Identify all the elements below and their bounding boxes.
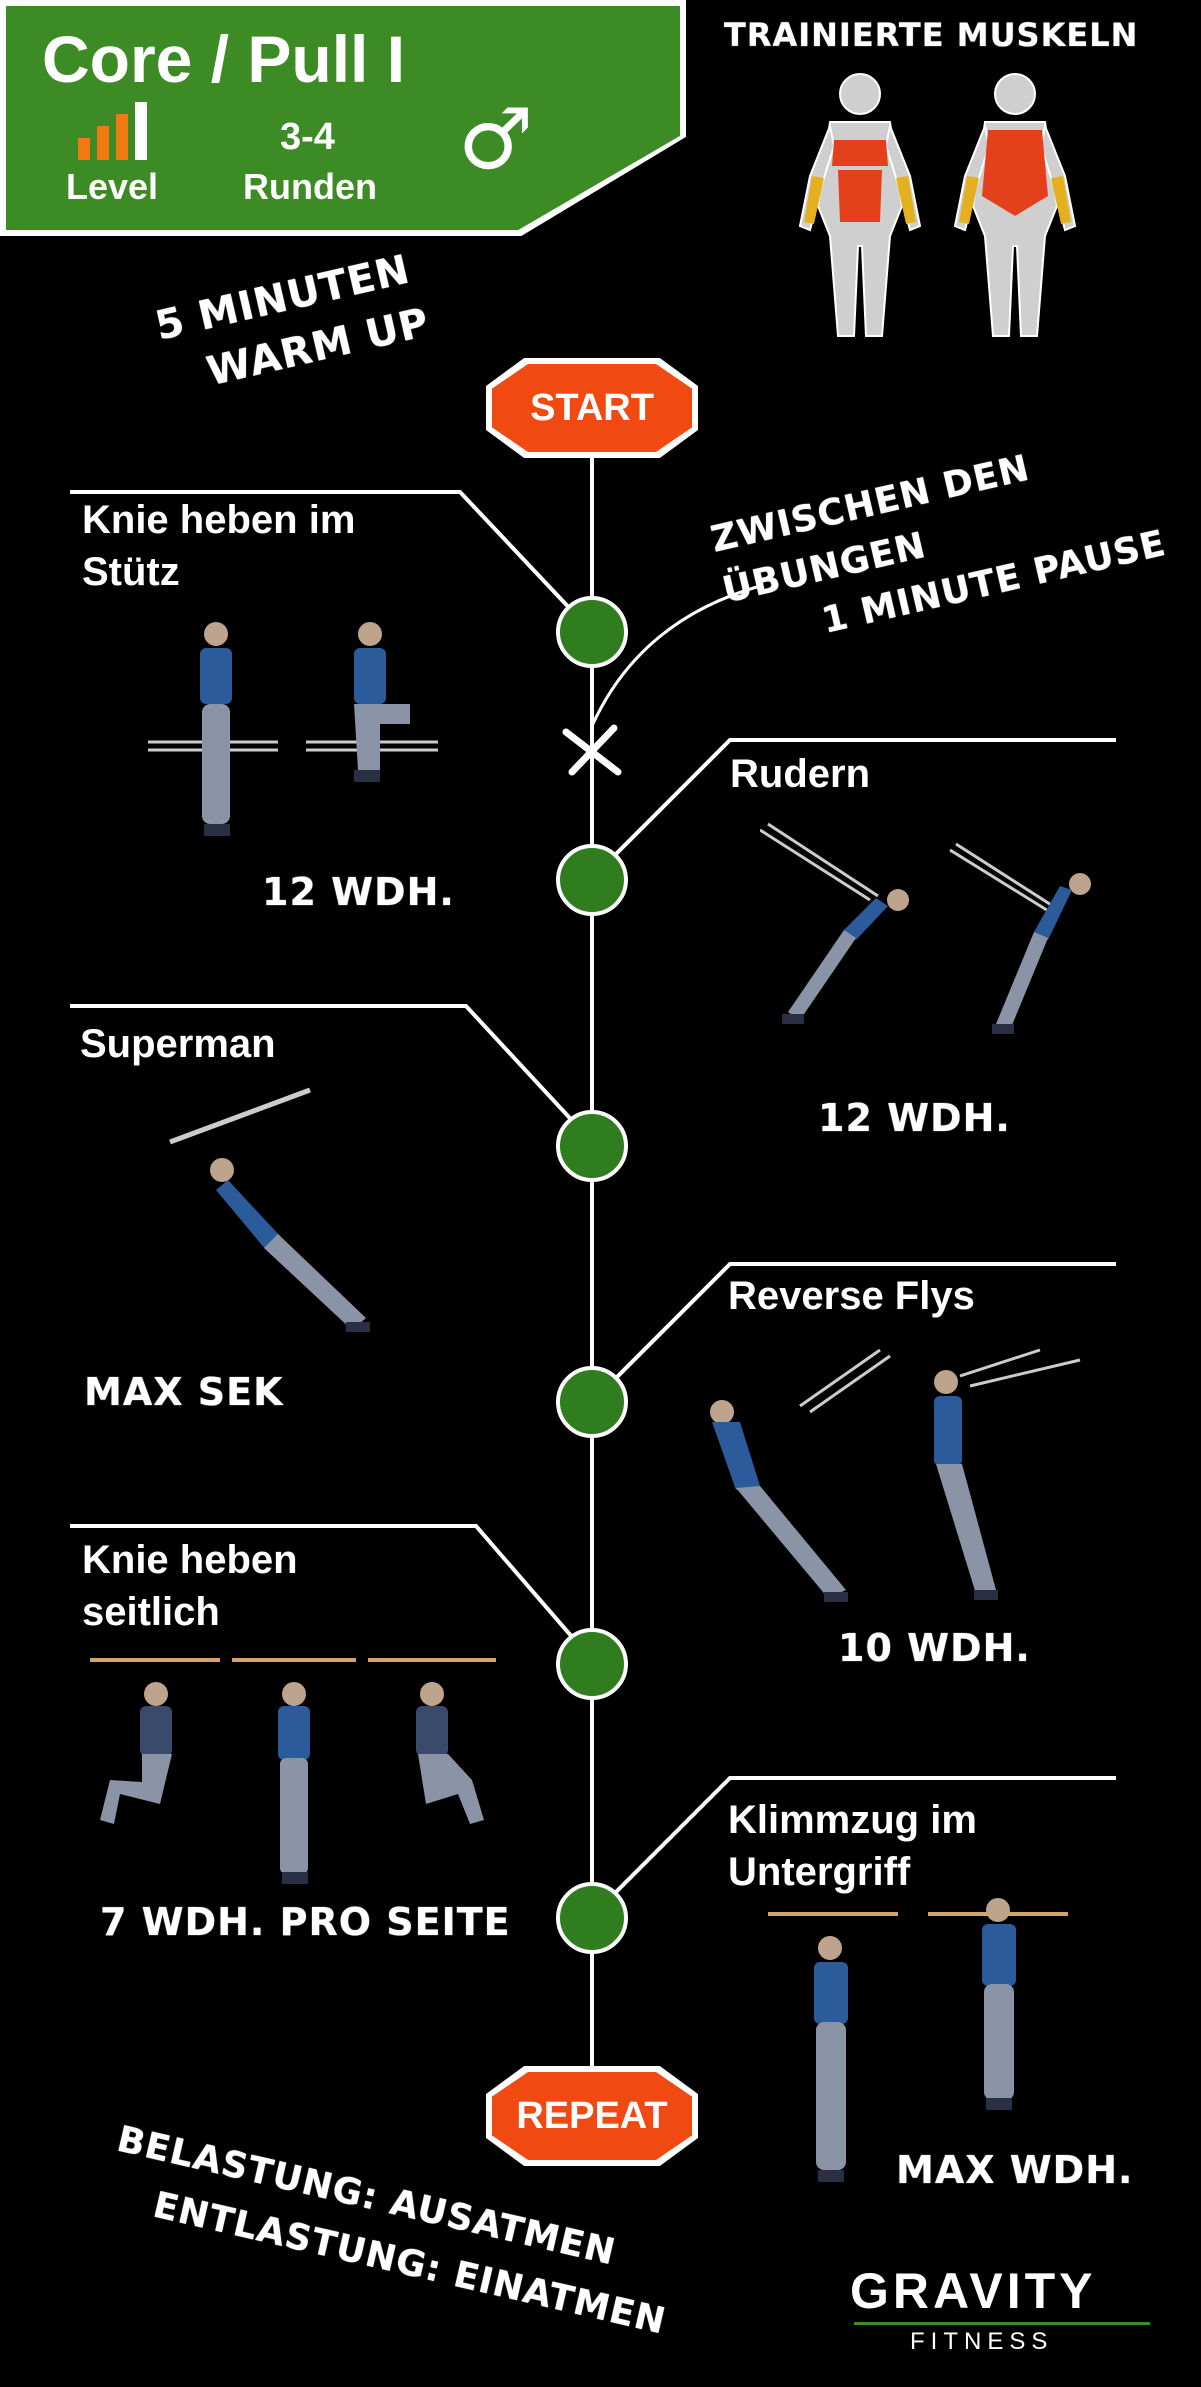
exercise-3-figure-icon — [169, 1087, 370, 1332]
exercise-node-3 — [556, 1110, 628, 1182]
rounds-value: 3-4 — [280, 116, 335, 158]
exercise-node-1 — [556, 596, 628, 668]
muscles-title: TRAINIERTE MUSKELN — [724, 16, 1139, 54]
brand-underline — [854, 2322, 1150, 2325]
repeat-label: REPEAT — [492, 2072, 692, 2160]
exercise-1-figure-icon — [148, 622, 438, 836]
exercise-3-title: Superman — [80, 1022, 276, 1066]
exercise-5-title: Knie heben seitlich — [82, 1538, 298, 1634]
exercise-6-figure-icon — [768, 1898, 1068, 2182]
exercise-1-title: Knie heben im Stütz — [82, 498, 356, 594]
exercise-4-title: Reverse Flys — [728, 1274, 975, 1318]
header-panel — [0, 0, 686, 236]
level-bars-icon — [78, 102, 152, 160]
exercise-5-reps: 7 WDH. PRO SEITE — [100, 1900, 511, 1944]
rounds-label: Runden — [243, 166, 377, 207]
start-label: START — [492, 364, 692, 452]
brand-name: GRAVITY — [850, 2263, 1097, 2319]
exercise-2-title: Rudern — [730, 752, 870, 796]
exercise-3-reps: MAX SEK — [84, 1370, 284, 1414]
exercise-6-title: Klimmzug im Untergriff — [728, 1798, 977, 1894]
exercise-2-reps: 12 WDH. — [818, 1096, 1011, 1140]
exercise-1-reps: 12 WDH. — [262, 870, 455, 914]
exercise-4-figure-icon — [710, 1348, 1081, 1602]
page-title: Core / Pull I — [42, 22, 406, 96]
exercise-node-4 — [556, 1366, 628, 1438]
level-label: Level — [66, 166, 159, 207]
exercise-node-5 — [556, 1628, 628, 1700]
exercise-5-figure-icon — [90, 1658, 496, 1884]
start-badge: START — [486, 358, 698, 458]
exercise-node-6 — [556, 1882, 628, 1954]
brand-sub: FITNESS — [910, 2328, 1054, 2355]
male-gender-icon: ♂ — [458, 90, 534, 188]
muscle-diagram-icon — [798, 73, 1077, 337]
exercise-2-figure-icon — [760, 822, 1091, 1034]
exercise-node-2 — [556, 844, 628, 916]
repeat-badge: REPEAT — [486, 2066, 698, 2166]
exercise-4-reps: 10 WDH. — [838, 1626, 1031, 1670]
exercise-6-reps: MAX WDH. — [896, 2148, 1134, 2192]
brand-logo: GRAVITY FITNESS — [850, 2244, 1160, 2355]
